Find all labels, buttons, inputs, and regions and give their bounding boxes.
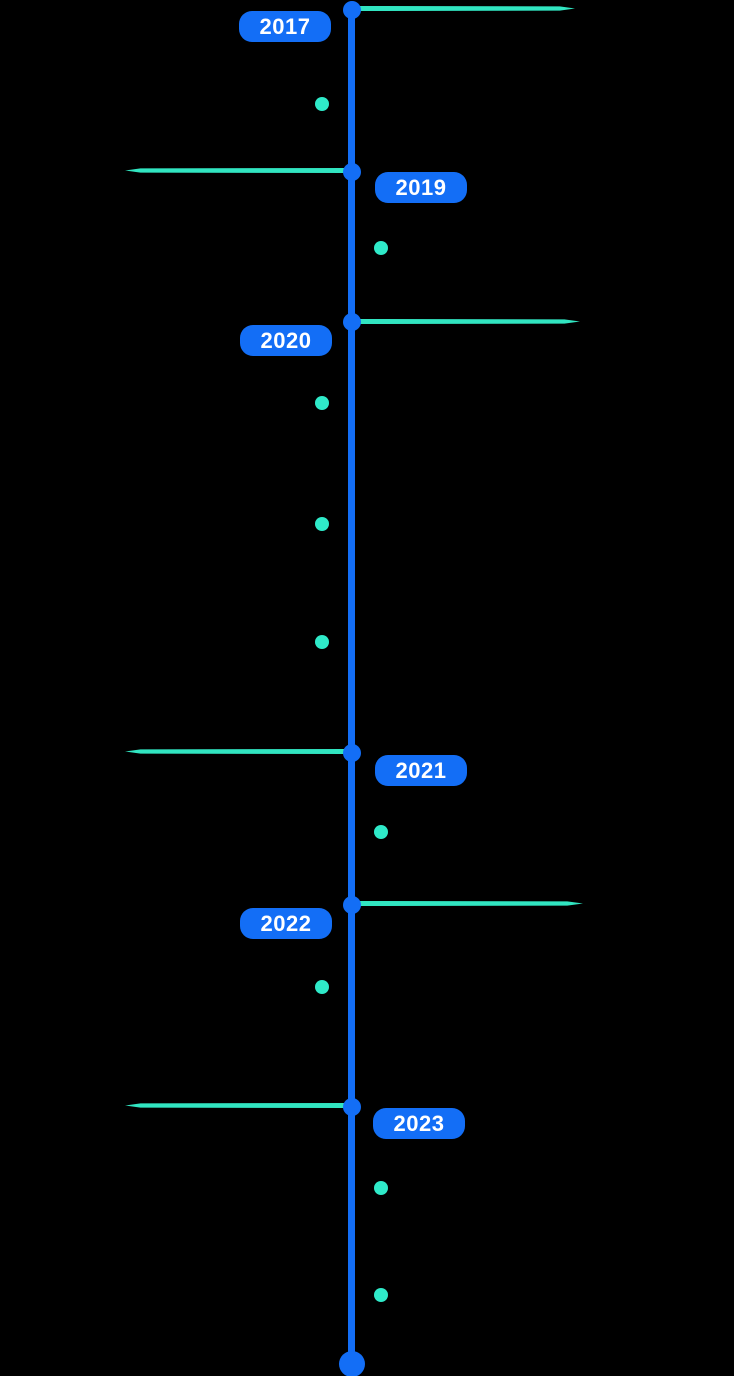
event-dot xyxy=(315,980,329,994)
year-badge-label: 2020 xyxy=(260,327,312,353)
timeline-end-node xyxy=(339,1351,365,1376)
event-dot xyxy=(374,825,388,839)
year-badge-label: 2023 xyxy=(393,1110,445,1136)
year-badge-label: 2017 xyxy=(259,13,311,39)
connector-line-2022 xyxy=(358,901,583,906)
event-dot xyxy=(315,517,329,531)
event-dot xyxy=(374,1288,388,1302)
year-badge-2021: 2021 xyxy=(375,755,467,786)
event-dot xyxy=(374,241,388,255)
year-badge-label: 2019 xyxy=(395,174,447,200)
timeline-node-2020 xyxy=(343,313,361,331)
event-dot xyxy=(315,97,329,111)
connector-line-2021 xyxy=(125,749,346,754)
timeline-node-2017 xyxy=(343,1,361,19)
year-badge-label: 2022 xyxy=(260,910,312,936)
timeline-node-2023 xyxy=(343,1098,361,1116)
timeline-axis-line xyxy=(348,2,355,1365)
event-dot xyxy=(315,635,329,649)
timeline-node-2019 xyxy=(343,163,361,181)
event-dot xyxy=(374,1181,388,1195)
year-badge-label: 2021 xyxy=(395,757,447,783)
event-dot xyxy=(315,396,329,410)
year-badge-2017: 2017 xyxy=(239,11,331,42)
connector-line-2019 xyxy=(125,168,346,173)
timeline-node-2022 xyxy=(343,896,361,914)
connector-line-2020 xyxy=(358,319,580,324)
connector-line-2023 xyxy=(125,1103,346,1108)
year-badge-2020: 2020 xyxy=(240,325,332,356)
year-badge-2022: 2022 xyxy=(240,908,332,939)
year-badge-2023: 2023 xyxy=(373,1108,465,1139)
timeline-node-2021 xyxy=(343,744,361,762)
connector-line-2017 xyxy=(358,6,575,11)
year-badge-2019: 2019 xyxy=(375,172,467,203)
